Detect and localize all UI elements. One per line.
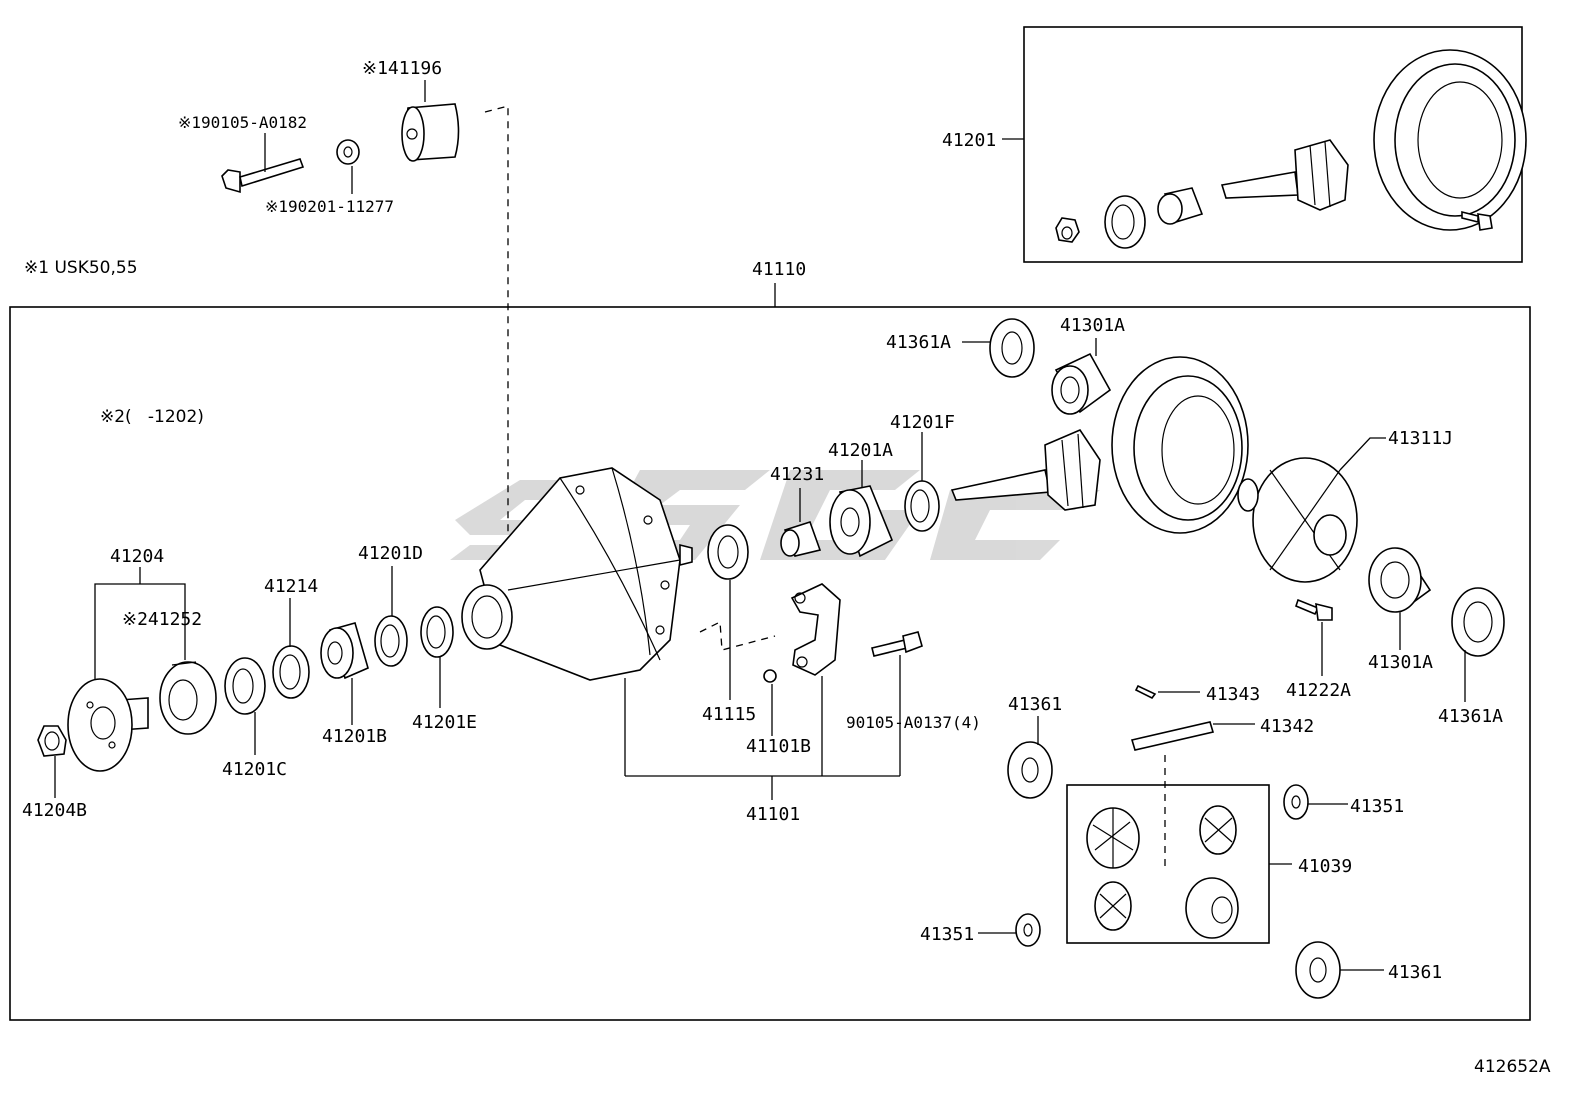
- label-41201f: 41201F: [890, 412, 955, 433]
- label-41201e: 41201E: [412, 712, 477, 733]
- shaft-41342: [1130, 721, 1215, 751]
- label-190201: ※190201-11277: [265, 197, 394, 216]
- label-41110: 41110: [752, 259, 806, 280]
- washer-41201d: [374, 615, 408, 667]
- slinger-41214: [272, 645, 310, 699]
- label-41351-left: 41351: [920, 924, 974, 945]
- dowel-41101b: [763, 669, 777, 683]
- note-usk: ※1 USK50,55: [24, 258, 138, 278]
- spacer-41231: [780, 521, 822, 557]
- washer-190201: [336, 139, 360, 165]
- flange-41204: [67, 678, 149, 772]
- diff-case-41311j: [1237, 457, 1358, 583]
- bolt-190105: [221, 158, 305, 194]
- label-41361-bottom: 41361: [1388, 962, 1442, 983]
- label-41361-mid: 41361: [1008, 694, 1062, 715]
- label-41343: 41343: [1206, 684, 1260, 705]
- label-41361a-top: 41361A: [886, 332, 951, 353]
- label-41351-right: 41351: [1350, 796, 1404, 817]
- thrust-washer-41351-left: [1015, 913, 1041, 947]
- label-41204b: 41204B: [22, 800, 87, 821]
- label-41201b: 41201B: [322, 726, 387, 747]
- label-41342: 41342: [1260, 716, 1314, 737]
- bearing-41301a-right: [1368, 547, 1432, 614]
- kit-nut: [1055, 217, 1080, 243]
- label-41201d: 41201D: [358, 543, 423, 564]
- kit-pinion: [1220, 139, 1349, 211]
- kit-seal: [1104, 195, 1146, 249]
- label-41101b: 41101B: [746, 736, 811, 757]
- label-41301a-right: 41301A: [1368, 652, 1433, 673]
- label-41115: 41115: [702, 704, 756, 725]
- label-190105: ※190105-A0182: [178, 113, 307, 132]
- kit-ring-gear: [1373, 49, 1527, 231]
- label-41301a-top: 41301A: [1060, 315, 1125, 336]
- deflector-41252: [159, 661, 217, 735]
- label-41039: 41039: [1298, 856, 1352, 877]
- thrust-washer-41361-bottom: [1295, 941, 1341, 999]
- drive-pinion: [950, 429, 1101, 511]
- side-gear-2: [1185, 877, 1239, 939]
- seal-41115: [707, 524, 749, 580]
- cushion-41196: [401, 103, 460, 162]
- bolt-90105: [871, 631, 923, 657]
- label-41361a-right: 41361A: [1438, 706, 1503, 727]
- label-41222a: 41222A: [1286, 680, 1351, 701]
- label-41201c: 41201C: [222, 759, 287, 780]
- shim-41201e: [420, 606, 454, 658]
- shim-41361a-top: [989, 318, 1035, 378]
- nut-41204b: [37, 725, 67, 757]
- pinion-gear-2: [1094, 881, 1132, 931]
- diagram-code: 412652A: [1474, 1057, 1551, 1077]
- label-41101: 41101: [746, 804, 800, 825]
- ring-gear: [1111, 356, 1249, 534]
- label-41231: 41231: [770, 464, 824, 485]
- bearing-41301a-top: [1051, 352, 1112, 415]
- thrust-washer-41351-right: [1283, 784, 1309, 820]
- bearing-41201a: [829, 485, 894, 558]
- pinion-gear-1: [1199, 805, 1237, 855]
- assembly-frame: [9, 306, 1531, 1021]
- label-41201a: 41201A: [828, 440, 893, 461]
- label-41196: ※141196: [362, 58, 442, 79]
- label-90105: 90105-A0137(4): [846, 713, 981, 732]
- kit-bolt: [1461, 210, 1493, 231]
- carrier-housing-41110: [461, 467, 693, 681]
- side-gear-1: [1086, 807, 1140, 869]
- shim-41361a-right: [1451, 587, 1505, 657]
- thrust-washer-41361-mid: [1007, 741, 1053, 799]
- pin-41343: [1134, 684, 1157, 700]
- label-41214: 41214: [264, 576, 318, 597]
- label-41204: 41204: [110, 546, 164, 567]
- seal-41201c: [224, 657, 266, 715]
- bearing-cap-41101: [790, 583, 841, 676]
- washer-41201f: [904, 480, 940, 532]
- bearing-41201b: [320, 622, 369, 680]
- note-range: ※2( -1202): [100, 407, 204, 427]
- label-41311j: 41311J: [1388, 428, 1453, 449]
- kit-spacer: [1157, 187, 1204, 225]
- bolt-41222a: [1295, 598, 1333, 621]
- label-41252: ※241252: [122, 609, 202, 630]
- label-41201: 41201: [942, 130, 996, 151]
